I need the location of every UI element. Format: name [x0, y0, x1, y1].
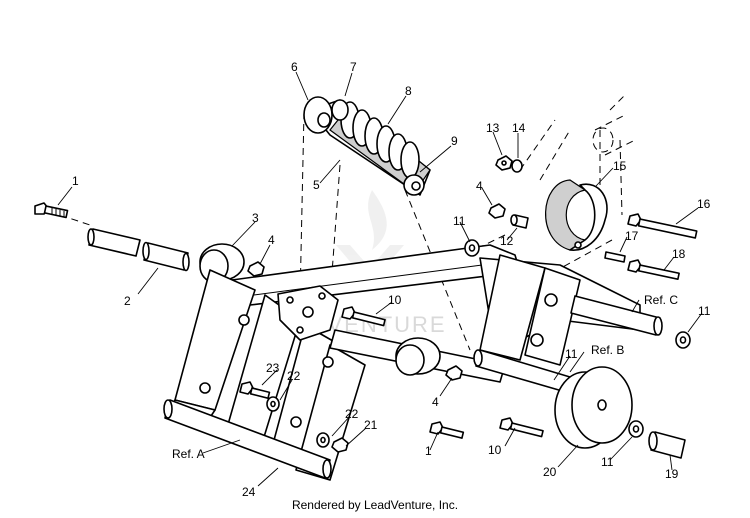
callout-6: 6	[291, 60, 298, 74]
callout-17: 17	[625, 229, 639, 243]
callout-10-bottom: 10	[488, 443, 502, 457]
hardware-right[interactable]	[464, 155, 698, 349]
callout-18: 18	[672, 247, 686, 261]
bolt-part-1[interactable]	[34, 202, 69, 219]
callout-24: 24	[242, 485, 256, 499]
lower-crossbar-ref-a	[163, 399, 332, 479]
callout-labels: 1 2 3 4 6 7 8 9 5 13 14 15 4 11 12 16 17…	[72, 60, 711, 499]
shock-absorber[interactable]	[303, 96, 431, 196]
callout-3: 3	[252, 211, 259, 225]
callout-22-top: 22	[287, 369, 301, 383]
spacer-part-19[interactable]	[648, 431, 686, 459]
callout-20: 20	[543, 465, 557, 479]
callout-23: 23	[266, 361, 280, 375]
wheel-washer[interactable]	[628, 420, 644, 438]
callout-11-right: 11	[698, 304, 711, 318]
callout-4-right: 4	[476, 179, 483, 193]
mount-bracket-part-15[interactable]	[545, 179, 608, 251]
callout-1-top: 1	[72, 174, 79, 188]
callout-1-bottom: 1	[425, 444, 432, 458]
footer-credit: Rendered by LeadVenture, Inc.	[291, 498, 459, 512]
callout-13: 13	[486, 121, 500, 135]
callout-16: 16	[697, 197, 711, 211]
ref-a-label: Ref. A	[172, 447, 205, 461]
watermark-logo	[336, 190, 404, 285]
hardware-left[interactable]	[239, 261, 544, 453]
callout-7: 7	[350, 60, 357, 74]
callout-15: 15	[613, 159, 627, 173]
callout-11-center: 11	[565, 347, 578, 361]
ref-c-label: Ref. C	[644, 293, 678, 307]
ref-b-label: Ref. B	[591, 343, 624, 357]
callout-22-bottom: 22	[345, 407, 359, 421]
pivot-bracket[interactable]	[277, 285, 339, 341]
callout-4-left: 4	[268, 233, 275, 247]
callout-8: 8	[405, 84, 412, 98]
callout-11-left: 11	[453, 214, 466, 228]
spacer-tubes-part-2[interactable]	[87, 228, 190, 272]
callout-2: 2	[124, 294, 131, 308]
center-bushing[interactable]	[395, 337, 441, 376]
callout-12: 12	[500, 234, 514, 248]
callout-21: 21	[364, 418, 378, 432]
callout-9: 9	[451, 134, 458, 148]
idler-wheel-part-20[interactable]	[554, 366, 633, 449]
ghost-mount-tube	[592, 94, 636, 156]
callout-5: 5	[313, 178, 320, 192]
shaft-ref-c	[570, 295, 663, 336]
callout-14: 14	[512, 121, 526, 135]
callout-11-wheel: 11	[601, 455, 614, 469]
callout-4-bottom: 4	[432, 395, 439, 409]
callout-19: 19	[665, 467, 679, 481]
callout-10-top: 10	[388, 293, 402, 307]
callout-leader-lines	[57, 71, 703, 487]
